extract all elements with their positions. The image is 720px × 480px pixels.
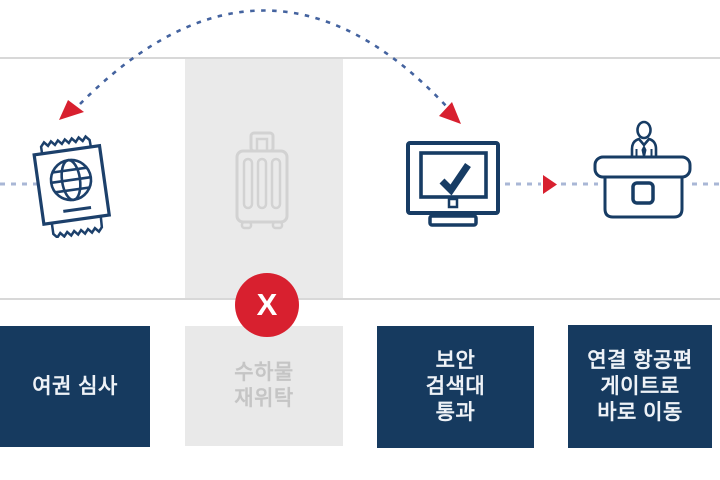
step-label-line: 수하물 (234, 361, 294, 384)
monitor-check-icon (406, 141, 500, 227)
step-label-passport-check: 여권 심사 (0, 326, 150, 447)
passport-icon (32, 134, 112, 238)
skip-arc-arrowhead-left (59, 100, 84, 120)
divider-line-bottom (0, 298, 720, 300)
step-label-line: 재위탁 (234, 387, 294, 410)
step-label-baggage-recheck: 수하물 재위탁 (185, 326, 343, 446)
skip-arc-dashed-line (79, 9, 449, 109)
step-label-line: 게이트로 (600, 374, 680, 398)
flow-arrow-icon (543, 175, 557, 194)
baggage-skipped-column (185, 59, 343, 298)
step-label-line: 통과 (435, 401, 476, 424)
step-label-gate-transfer: 연결 항공편 게이트로 바로 이동 (568, 325, 712, 448)
step-label-line: 보안 (435, 349, 476, 372)
step-label-line: 연결 항공편 (587, 348, 693, 372)
suitcase-icon (235, 131, 289, 230)
step-label-security-screening: 보안 검색대 통과 (377, 326, 534, 448)
divider-line-top (0, 57, 720, 59)
skip-badge-label: X (256, 287, 278, 322)
step-label-line: 검색대 (425, 375, 486, 398)
step-label-line: 바로 이동 (597, 400, 683, 424)
step-label-line: 여권 심사 (32, 374, 118, 398)
gate-counter-icon (593, 120, 692, 219)
skip-arc-arrowhead-right (439, 102, 461, 124)
skip-badge: X (235, 273, 299, 337)
